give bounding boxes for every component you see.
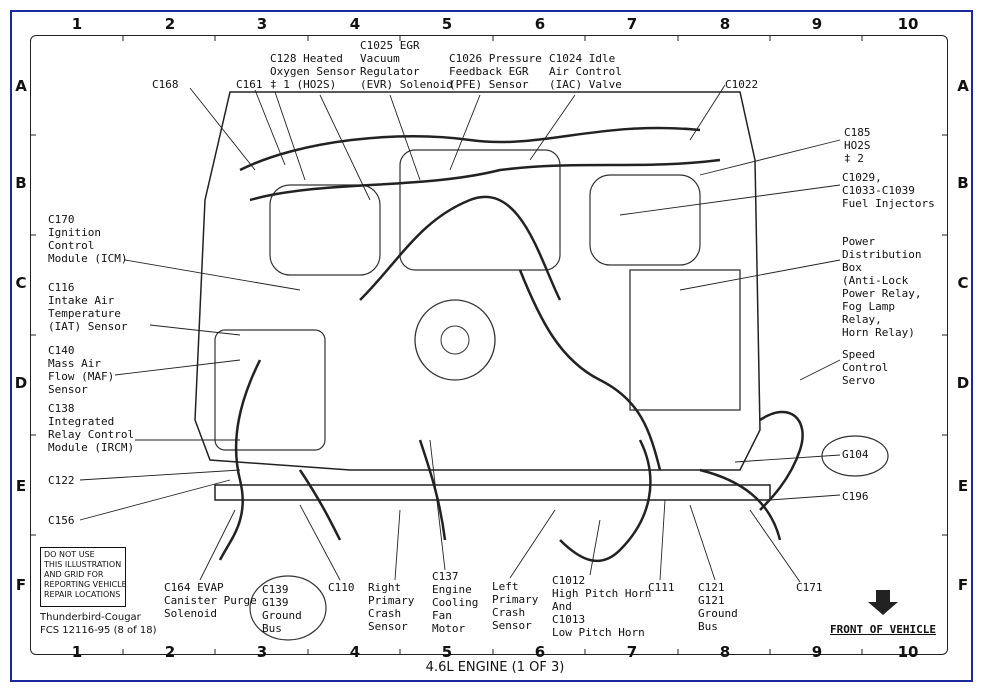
grid-col-3-bottom: 3 bbox=[256, 643, 268, 661]
label-speed-control-servo: Speed Control Servo bbox=[842, 348, 889, 387]
grid-row-d-right: D bbox=[956, 374, 970, 392]
grid-col-6: 6 bbox=[534, 15, 546, 33]
grid-col-4-bottom: 4 bbox=[349, 643, 361, 661]
grid-col-8-bottom: 8 bbox=[719, 643, 731, 661]
front-of-vehicle-label: FRONT OF VEHICLE bbox=[830, 623, 936, 636]
grid-row-f-right: F bbox=[957, 576, 969, 594]
right-valve-cover bbox=[589, 174, 701, 266]
grid-col-7: 7 bbox=[626, 15, 638, 33]
grid-row-b: B bbox=[15, 174, 27, 192]
grid-row-f: F bbox=[15, 576, 27, 594]
model-name: Thunderbird-Cougar bbox=[40, 612, 141, 623]
label-c185: C185 HO2S ‡ 2 bbox=[844, 126, 871, 165]
grid-col-10-bottom: 10 bbox=[897, 643, 919, 661]
grid-col-4: 4 bbox=[349, 15, 361, 33]
grid-col-7-bottom: 7 bbox=[626, 643, 638, 661]
label-power-distribution-box: Power Distribution Box (Anti-Lock Power … bbox=[842, 235, 922, 339]
grid-col-5: 5 bbox=[441, 15, 453, 33]
label-c196: C196 bbox=[842, 490, 869, 503]
grid-col-9: 9 bbox=[811, 15, 823, 33]
grid-col-3: 3 bbox=[256, 15, 268, 33]
label-c1012: C1012 High Pitch Horn And C1013 Low Pitc… bbox=[552, 574, 652, 639]
left-valve-cover bbox=[269, 184, 381, 276]
label-c138: C138 Integrated Relay Control Module (IR… bbox=[48, 402, 135, 454]
label-c128: C128 Heated Oxygen Sensor ‡ 1 (HO2S) bbox=[270, 52, 357, 91]
grid-col-9-bottom: 9 bbox=[811, 643, 823, 661]
label-c1025: C1025 EGR Vacuum Regulator (EVR) Solenoi… bbox=[360, 39, 453, 91]
diagram-area bbox=[30, 35, 948, 655]
label-c140: C140 Mass Air Flow (MAF) Sensor bbox=[48, 344, 115, 396]
label-c170: C170 Ignition Control Module (ICM) bbox=[48, 213, 128, 265]
label-c168: C168 bbox=[152, 78, 179, 91]
grid-row-c: C bbox=[15, 274, 27, 292]
label-c139: C139 G139 Ground Bus bbox=[262, 583, 302, 635]
grid-row-b-right: B bbox=[957, 174, 969, 192]
grid-col-1: 1 bbox=[71, 15, 83, 33]
label-c1022: C1022 bbox=[725, 78, 759, 91]
label-c111: C111 bbox=[648, 581, 675, 594]
c139-circle bbox=[249, 575, 327, 641]
label-c1029: C1029, C1033-C1039 Fuel Injectors bbox=[842, 171, 935, 210]
alternator bbox=[414, 299, 496, 381]
label-c121: C121 G121 Ground Bus bbox=[698, 581, 738, 633]
disclaimer-note: DO NOT USE THIS ILLUSTRATION AND GRID FO… bbox=[40, 547, 127, 607]
label-left-crash-sensor: Left Primary Crash Sensor bbox=[492, 580, 539, 632]
grid-col-5-bottom: 5 bbox=[441, 643, 453, 661]
grid-col-6-bottom: 6 bbox=[534, 643, 546, 661]
label-c137: C137 Engine Cooling Fan Motor bbox=[432, 570, 479, 635]
grid-row-a-right: A bbox=[957, 77, 969, 95]
grid-col-1-bottom: 1 bbox=[71, 643, 83, 661]
engine-bay-outline bbox=[194, 91, 761, 471]
grid-row-c-right: C bbox=[957, 274, 969, 292]
grid-row-d: D bbox=[14, 374, 28, 392]
grid-row-e-right: E bbox=[957, 477, 969, 495]
grid-col-8: 8 bbox=[719, 15, 731, 33]
outer-border bbox=[10, 10, 973, 682]
label-c122: C122 bbox=[48, 474, 75, 487]
diagram-title: 4.6L ENGINE (1 OF 3) bbox=[425, 660, 565, 675]
intake-manifold bbox=[399, 149, 561, 271]
air-cleaner bbox=[214, 329, 326, 451]
label-c1024: C1024 Idle Air Control (IAC) Valve bbox=[549, 52, 622, 91]
power-distribution-box bbox=[629, 269, 741, 411]
front-arrow-icon bbox=[868, 590, 898, 615]
label-c171: C171 bbox=[796, 581, 823, 594]
label-g104: G104 bbox=[842, 448, 869, 461]
fcs-code: FCS 12116-95 (8 of 18) bbox=[40, 625, 157, 636]
label-c161: C161 bbox=[236, 78, 263, 91]
label-c116: C116 Intake Air Temperature (IAT) Sensor bbox=[48, 281, 128, 333]
grid-col-2: 2 bbox=[164, 15, 176, 33]
label-c164: C164 EVAP Canister Purge Solenoid bbox=[164, 581, 257, 620]
grid-row-a: A bbox=[15, 77, 27, 95]
g104-circle bbox=[821, 435, 889, 477]
grid-col-10: 10 bbox=[897, 15, 919, 33]
label-c110: C110 bbox=[328, 581, 355, 594]
front-crossmember bbox=[214, 484, 771, 501]
grid-col-2-bottom: 2 bbox=[164, 643, 176, 661]
label-c156: C156 bbox=[48, 514, 75, 527]
label-right-crash-sensor: Right Primary Crash Sensor bbox=[368, 581, 415, 633]
label-c1026: C1026 Pressure Feedback EGR (PFE) Sensor bbox=[449, 52, 542, 91]
grid-row-e: E bbox=[15, 477, 27, 495]
alternator-hub bbox=[440, 325, 470, 355]
